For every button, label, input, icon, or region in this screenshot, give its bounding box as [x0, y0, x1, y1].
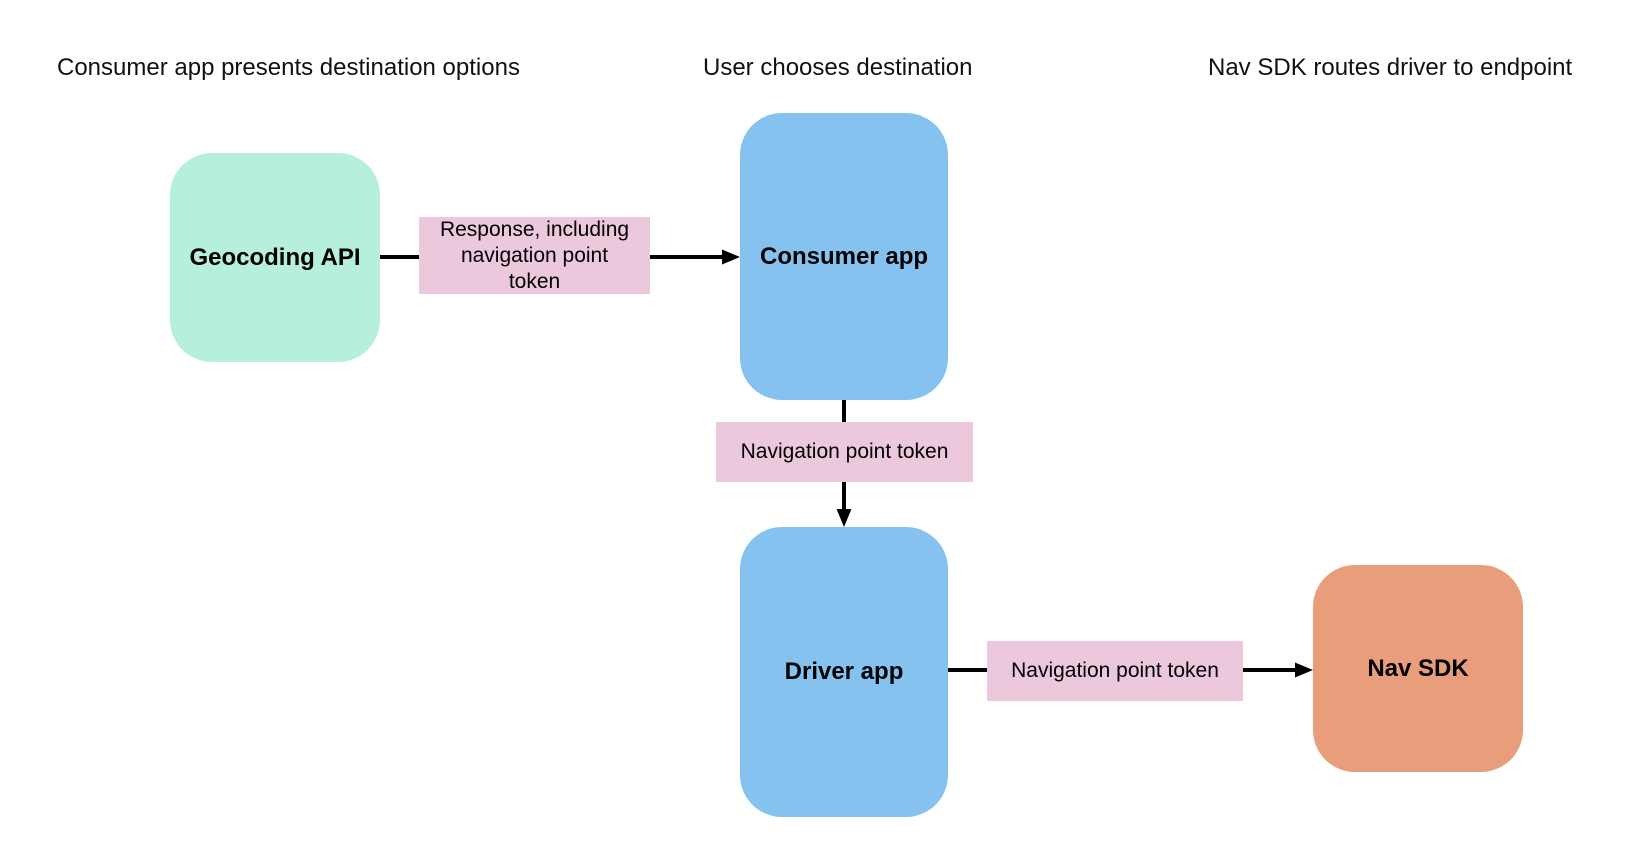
node-geocoding-api-label: Geocoding API: [189, 243, 361, 271]
node-driver-app: Driver app: [740, 527, 948, 817]
edge-label-response-including-token: Response, including navigation point tok…: [419, 217, 650, 294]
node-nav-sdk-label: Nav SDK: [1367, 654, 1469, 682]
arrowhead-into-consumer-app-icon: [722, 249, 740, 265]
edge-label-navigation-point-token-driver-navsdk: Navigation point token: [987, 641, 1243, 701]
node-nav-sdk: Nav SDK: [1313, 565, 1523, 772]
column-heading-navsdk-routes-driver: Nav SDK routes driver to endpoint: [1208, 54, 1573, 81]
column-heading-user-chooses-destination: User chooses destination: [703, 54, 973, 81]
node-geocoding-api: Geocoding API: [170, 153, 380, 362]
arrowhead-into-nav-sdk-icon: [1295, 662, 1313, 678]
node-driver-app-label: Driver app: [784, 658, 904, 685]
node-consumer-app: Consumer app: [740, 113, 948, 400]
edge-label-navigation-point-token-consumer-driver: Navigation point token: [716, 422, 973, 482]
column-heading-consumer-presents-options: Consumer app presents destination option…: [57, 54, 520, 81]
node-consumer-app-label: Consumer app: [759, 242, 929, 270]
arrowhead-into-driver-app-icon: [836, 509, 852, 527]
